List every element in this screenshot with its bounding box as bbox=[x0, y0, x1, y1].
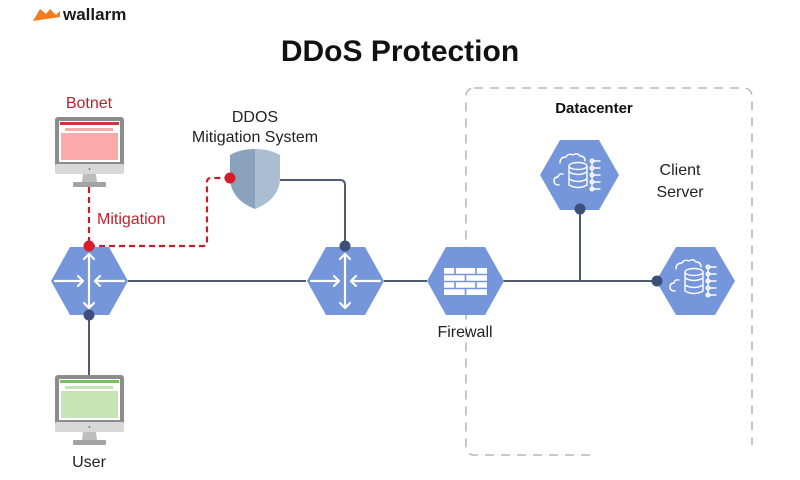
page-title: DDoS Protection bbox=[281, 35, 519, 68]
wallarm-logo-icon bbox=[33, 9, 60, 21]
router-icon bbox=[53, 252, 126, 310]
database-cloud-icon bbox=[553, 153, 601, 192]
botnet-label: Botnet bbox=[66, 95, 113, 112]
mitigation-system-port bbox=[224, 172, 236, 184]
router-left-top-port bbox=[83, 240, 95, 252]
mitigation-edge-label: Mitigation bbox=[97, 211, 165, 228]
firewall-brick-icon bbox=[444, 268, 487, 295]
user-monitor-icon bbox=[55, 375, 124, 445]
user-label: User bbox=[72, 454, 106, 471]
connections bbox=[88, 179, 656, 378]
firewall-label: Firewall bbox=[437, 324, 492, 341]
edge-mitigation-to-router-center bbox=[280, 179, 346, 246]
botnet-node[interactable]: Botnet bbox=[55, 95, 124, 187]
router-left-bottom-port bbox=[83, 309, 95, 321]
router-center-node[interactable] bbox=[307, 240, 384, 316]
router-icon bbox=[309, 252, 382, 310]
client-server-right-port bbox=[651, 275, 663, 287]
botnet-monitor-icon bbox=[55, 117, 124, 187]
mitigation-edge: Mitigation bbox=[87, 176, 230, 248]
edge-router-to-mitigation bbox=[89, 176, 230, 248]
mitigation-system-label-line1: DDOS bbox=[232, 109, 278, 126]
shield-icon bbox=[230, 149, 280, 209]
datacenter-border-fade bbox=[595, 445, 795, 465]
client-server-top-port bbox=[574, 203, 586, 215]
firewall-node[interactable]: Firewall bbox=[427, 247, 504, 341]
client-server-label-line1: Client bbox=[660, 162, 701, 179]
mitigation-system-node[interactable]: DDOS Mitigation System bbox=[192, 109, 318, 209]
database-cloud-icon bbox=[669, 259, 717, 298]
wallarm-logo: wallarm bbox=[33, 5, 126, 24]
client-server-right-node[interactable] bbox=[651, 247, 736, 315]
router-center-top-port bbox=[339, 240, 351, 252]
datacenter-group-border bbox=[465, 87, 753, 456]
client-server-top-node[interactable] bbox=[540, 140, 619, 215]
logo-text: wallarm bbox=[62, 5, 126, 24]
datacenter-label: Datacenter bbox=[555, 100, 633, 117]
user-node[interactable]: User bbox=[55, 375, 124, 471]
client-server-label-line2: Server bbox=[656, 184, 704, 201]
mitigation-system-label-line2: Mitigation System bbox=[192, 129, 318, 146]
router-left-node[interactable] bbox=[51, 240, 128, 321]
